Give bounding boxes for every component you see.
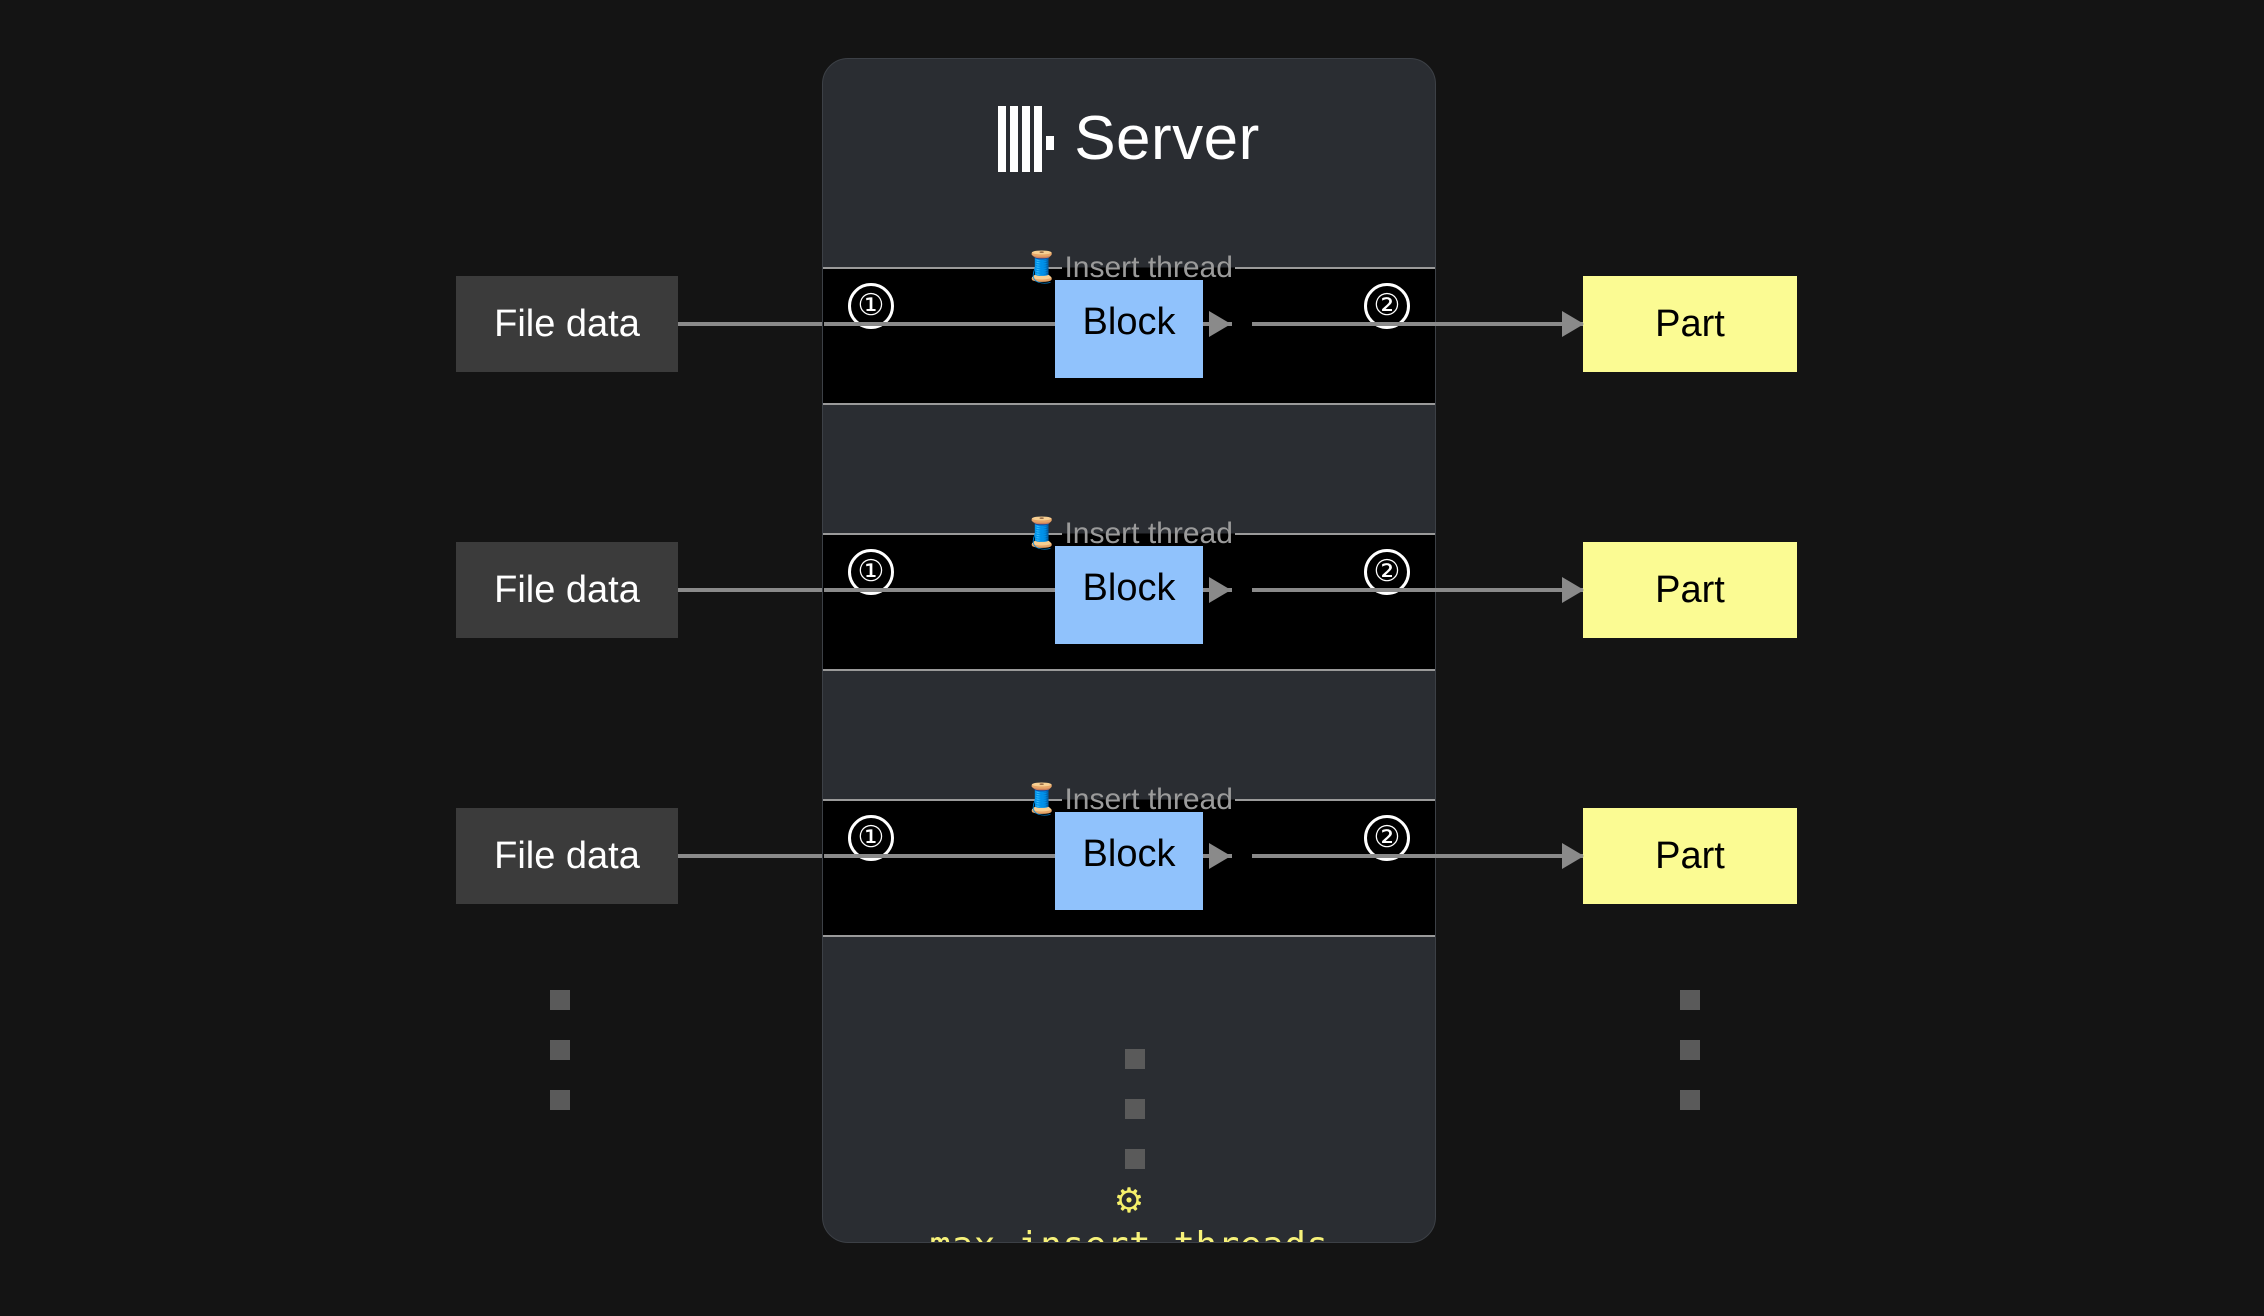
part-label: Part [1655, 569, 1725, 611]
arrow-segment-out-band-3 [1252, 854, 1436, 858]
ellipsis-dot [1125, 1049, 1145, 1069]
ellipsis-dots-center [1125, 1049, 1145, 1169]
ellipsis-dot [550, 990, 570, 1010]
ellipsis-dot [1680, 1090, 1700, 1110]
part-box-2: Part [1583, 542, 1797, 638]
arrow-file-to-block-1 [678, 322, 824, 326]
block-label: Block [1082, 567, 1176, 609]
gear-icon: ⚙ [1113, 1182, 1145, 1220]
step-badge-in-3: ① [848, 815, 894, 861]
ellipsis-dot [1680, 1040, 1700, 1060]
arrow-segment-out-band-2 [1252, 588, 1436, 592]
block-box-overlay-2: Block [1055, 546, 1203, 630]
part-label: Part [1655, 303, 1725, 345]
arrow-block-to-part-1 [1436, 311, 1584, 337]
server-card: Server ① ② Block ① ② Block ① ② Block [822, 58, 1436, 1243]
step-badge-out-2: ② [1364, 549, 1410, 595]
arrow-block-to-part-2 [1436, 577, 1584, 603]
file-data-label: File data [494, 303, 640, 345]
file-data-label: File data [494, 569, 640, 611]
part-box-1: Part [1583, 276, 1797, 372]
arrow-segment-in-band-2 [824, 588, 1232, 592]
step-badge-out-3: ② [1364, 815, 1410, 861]
ellipsis-dot [550, 1090, 570, 1110]
part-label: Part [1655, 835, 1725, 877]
file-data-box-2: File data [456, 542, 678, 638]
file-data-box-3: File data [456, 808, 678, 904]
ellipsis-dots-right [1680, 990, 1700, 1110]
step-badge-out-1: ② [1364, 283, 1410, 329]
step-badge-in-1: ① [848, 283, 894, 329]
block-label: Block [1082, 301, 1176, 343]
file-data-label: File data [494, 835, 640, 877]
ellipsis-dot [1125, 1149, 1145, 1169]
server-title: Server [1074, 104, 1260, 173]
ellipsis-dots-left [550, 990, 570, 1110]
arrow-head-icon [1562, 311, 1584, 337]
server-header: Server [823, 59, 1435, 219]
max-insert-threads-setting: ⚙ max_insert_threads [823, 1182, 1435, 1243]
ellipsis-dot [1125, 1099, 1145, 1119]
block-box-overlay-3: Block [1055, 812, 1203, 896]
arrow-file-to-block-2 [678, 588, 824, 592]
arrow-head-icon [1562, 577, 1584, 603]
arrow-file-to-block-3 [678, 854, 824, 858]
clickhouse-logo-icon [998, 106, 1055, 172]
part-box-3: Part [1583, 808, 1797, 904]
arrow-segment-in-band-3 [824, 854, 1232, 858]
arrow-segment-out-band-1 [1252, 322, 1436, 326]
block-label: Block [1082, 833, 1176, 875]
setting-name: max_insert_threads [929, 1228, 1328, 1243]
ellipsis-dot [550, 1040, 570, 1060]
step-badge-in-2: ① [848, 549, 894, 595]
arrow-head-icon [1562, 843, 1584, 869]
arrow-segment-in-band-1 [824, 322, 1232, 326]
file-data-box-1: File data [456, 276, 678, 372]
ellipsis-dot [1680, 990, 1700, 1010]
block-box-overlay-1: Block [1055, 280, 1203, 364]
arrow-block-to-part-3 [1436, 843, 1584, 869]
